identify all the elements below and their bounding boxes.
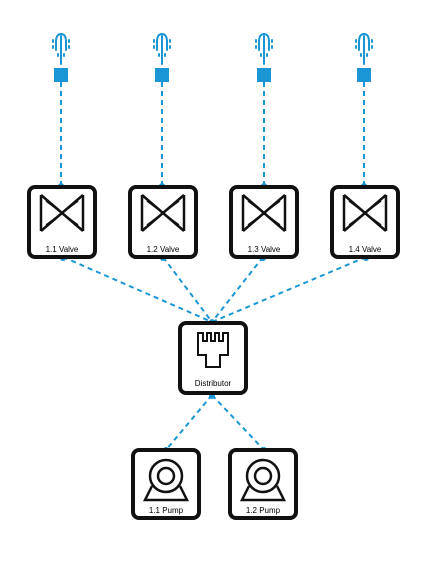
valve-node-3[interactable]: 1.3 Valve: [229, 185, 299, 259]
valve-node-1[interactable]: 1.1 Valve: [27, 185, 97, 259]
sprinkler-icon: [153, 32, 171, 65]
valve-icon: [140, 194, 186, 232]
valve-label: 1.3 Valve: [248, 245, 281, 254]
sprinkler-head: [155, 68, 169, 82]
sprinkler-icon: [355, 32, 373, 65]
link-valve-distributor-4: [211, 256, 367, 323]
sprinkler-1[interactable]: [52, 32, 70, 82]
sprinkler-2[interactable]: [153, 32, 171, 82]
sprinkler-4[interactable]: [355, 32, 373, 82]
pump-label: 1.2 Pump: [246, 506, 281, 515]
valve-box: [229, 185, 299, 259]
sprinkler-icon: [255, 32, 273, 65]
valves: 1.1 Valve 1.2 Valve 1.3 Valve: [27, 185, 400, 259]
sprinkler-head: [257, 68, 271, 82]
pumps: 1.1 Pump 1.2 Pump: [131, 448, 298, 520]
pump-label: 1.1 Pump: [149, 506, 184, 515]
valve-label: 1.2 Valve: [147, 245, 180, 254]
sprinkler-icon: [52, 32, 70, 65]
valve-box: [330, 185, 400, 259]
sprinkler-head: [54, 68, 68, 82]
pump-icon: [239, 458, 287, 502]
link-valve-distributor-1: [62, 256, 213, 323]
link-distributor-pump-1: [165, 394, 213, 451]
valve-node-2[interactable]: 1.2 Valve: [128, 185, 198, 259]
sprinklers: [52, 32, 373, 82]
valve-icon: [342, 194, 388, 232]
sprinkler-head: [357, 68, 371, 82]
valve-box: [27, 185, 97, 259]
link-valve-distributor-3: [211, 256, 264, 323]
valve-icon: [39, 194, 85, 232]
link-valve-distributor-2: [162, 256, 213, 323]
valve-node-4[interactable]: 1.4 Valve: [330, 185, 400, 259]
valve-label: 1.1 Valve: [46, 245, 79, 254]
distributor-icon: [197, 332, 229, 368]
link-distributor-pump-2: [211, 394, 265, 451]
valve-icon: [241, 194, 287, 232]
valve-label: 1.4 Valve: [349, 245, 382, 254]
pump-node-1[interactable]: 1.1 Pump: [131, 448, 201, 520]
pump-icon: [142, 458, 190, 502]
pump-node-2[interactable]: 1.2 Pump: [228, 448, 298, 520]
links: [60, 82, 367, 451]
connection-dots: [58, 183, 369, 453]
sprinkler-3[interactable]: [255, 32, 273, 82]
distributor-box: [178, 321, 248, 395]
valve-box: [128, 185, 198, 259]
distributor-node[interactable]: Distributor: [178, 321, 248, 395]
distributor-label: Distributor: [195, 379, 232, 388]
